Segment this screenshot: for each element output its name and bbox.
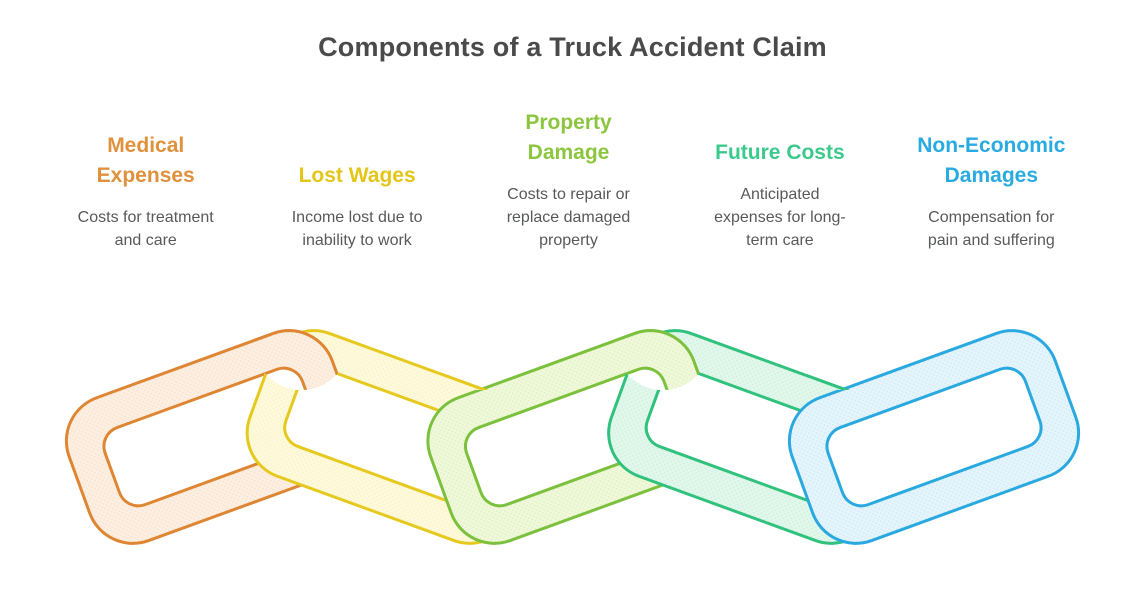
component-description: Compensation for pain and suffering bbox=[927, 209, 1055, 249]
component-title: Non-Economic Damages bbox=[917, 134, 1066, 187]
chain-link-lost-wages bbox=[232, 316, 551, 558]
page-title: Components of a Truck Accident Claim bbox=[318, 32, 827, 62]
component-property-damage: Property Damage Costs to repair or repla… bbox=[463, 108, 674, 252]
component-title: Future Costs bbox=[715, 141, 845, 164]
chain-link-property-damage-weave-patch bbox=[614, 316, 711, 390]
chain-link-medical-expenses-weave-patch bbox=[253, 316, 350, 390]
chain-link-future-costs-weave-patch bbox=[795, 316, 892, 390]
component-medical-expenses: Medical Expenses Costs for treatment and… bbox=[40, 131, 251, 252]
chain-link-non-economic-damages bbox=[774, 316, 1094, 558]
component-lost-wages: Lost Wages Income lost due to inability … bbox=[251, 161, 462, 252]
chain-link-future-costs bbox=[594, 316, 913, 558]
chain-link-lost-wages-over bbox=[434, 316, 531, 390]
component-title: Medical Expenses bbox=[96, 134, 195, 187]
component-non-economic-damages: Non-Economic Damages Compensation for pa… bbox=[886, 131, 1097, 252]
chain-link-future-costs-over bbox=[795, 316, 892, 390]
component-title: Property Damage bbox=[525, 111, 612, 164]
component-title: Lost Wages bbox=[298, 164, 416, 187]
chain-link-lost-wages-weave-patch bbox=[434, 316, 531, 390]
component-description: Costs to repair or replace damaged prope… bbox=[506, 186, 631, 249]
component-future-costs: Future Costs Anticipated expenses for lo… bbox=[674, 138, 885, 252]
component-description: Costs for treatment and care bbox=[77, 209, 214, 249]
chain-link-medical-expenses-over bbox=[253, 316, 350, 390]
component-description: Anticipated expenses for long- term care bbox=[714, 186, 846, 249]
claim-components-row: Medical Expenses Costs for treatment and… bbox=[40, 0, 1097, 252]
component-description: Income lost due to inability to work bbox=[291, 209, 423, 249]
chain-link-property-damage bbox=[413, 316, 732, 558]
chain-link-property-damage-over bbox=[614, 316, 711, 390]
chain-link-medical-expenses bbox=[51, 316, 371, 558]
